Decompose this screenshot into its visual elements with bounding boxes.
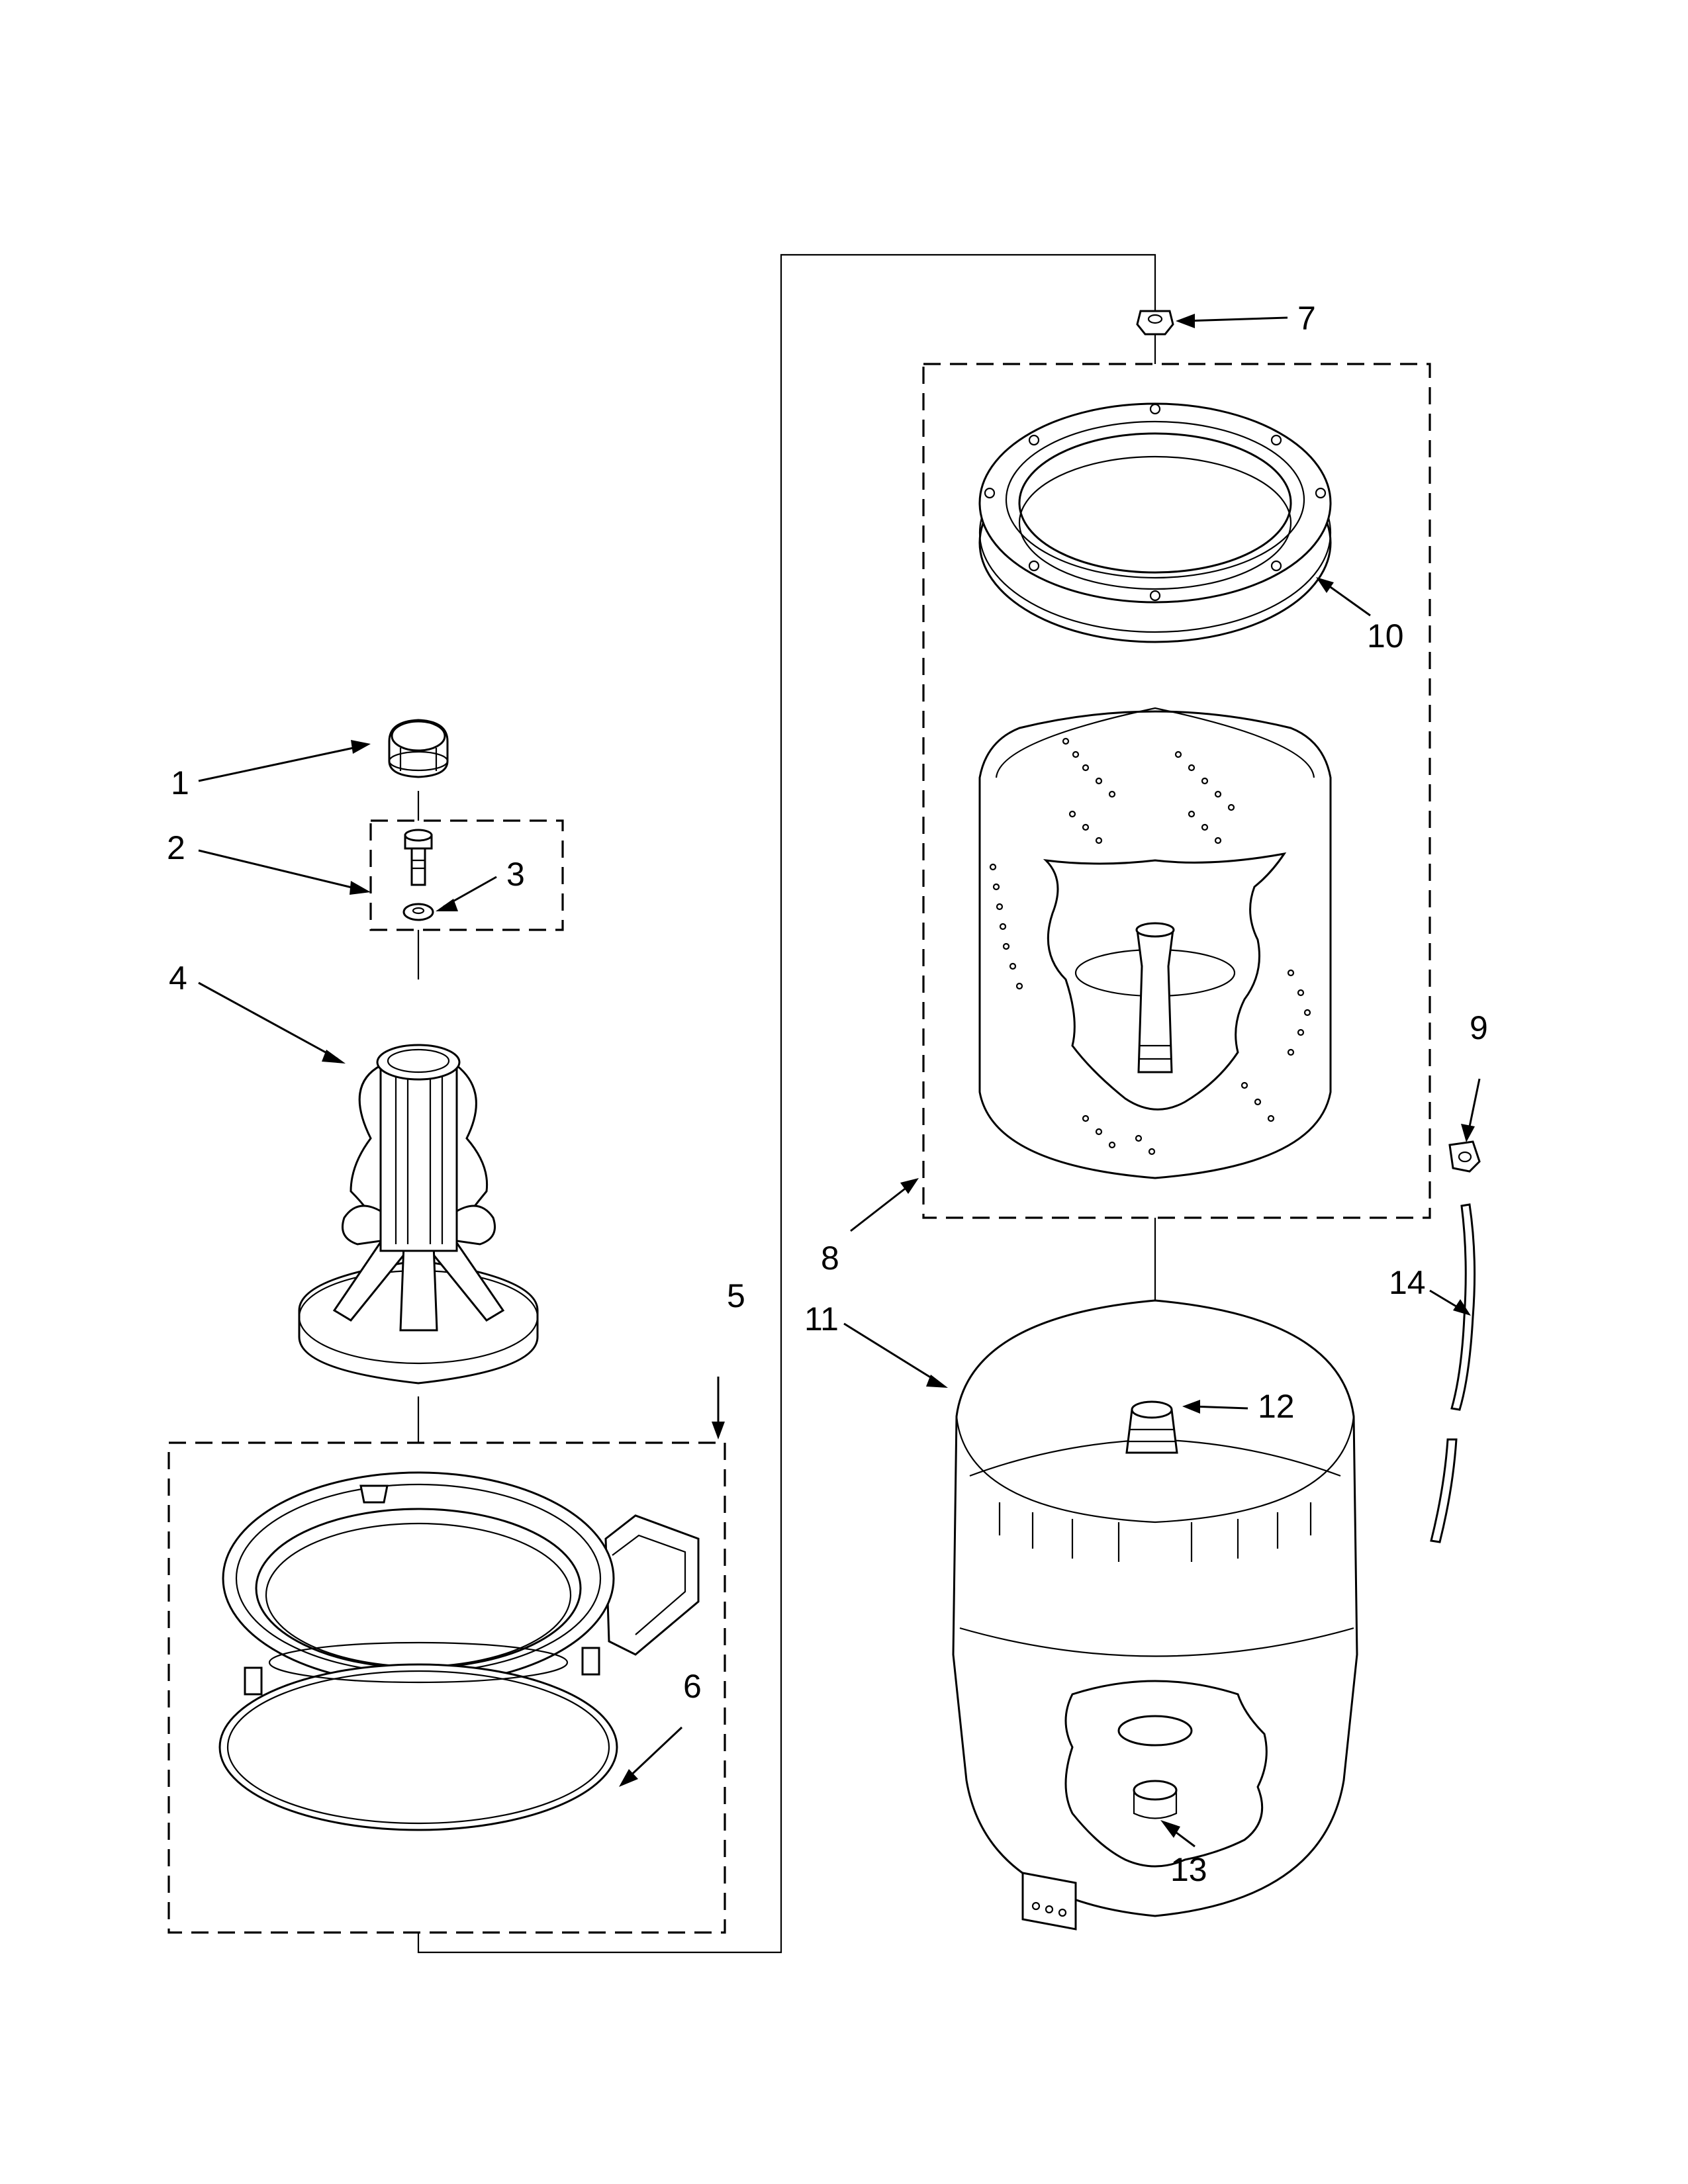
part-tub-ring (222, 1471, 700, 1739)
callout-2: 2 (167, 829, 185, 866)
part-balance-ring (978, 402, 1332, 643)
callout-14: 14 (1389, 1264, 1426, 1301)
basket-holes (989, 737, 1311, 1156)
part-seal-ring (218, 1641, 618, 1831)
callout-7: 7 (1297, 300, 1316, 337)
leader-arrows (198, 316, 1481, 1848)
part-bolt (404, 829, 433, 886)
callout-13: 13 (1170, 1851, 1207, 1888)
callout-4: 4 (169, 960, 187, 997)
part-agitator (298, 1044, 539, 1385)
callout-10: 10 (1367, 617, 1404, 655)
group-box-8 (922, 363, 1431, 1219)
callout-3: 3 (506, 856, 525, 893)
part-cap (388, 719, 449, 778)
connector-5-to-7 (417, 253, 1156, 1954)
callout-labels: 1 2 3 4 5 6 7 8 9 10 11 12 13 14 (167, 300, 1488, 1888)
part-clip (1448, 1140, 1481, 1173)
part-basket (978, 707, 1332, 1179)
part-outer-tub (952, 1299, 1358, 1931)
callout-1: 1 (171, 764, 189, 801)
part-washer (402, 903, 434, 921)
callout-8: 8 (821, 1240, 839, 1277)
part-bearing (1125, 1400, 1178, 1454)
callout-9: 9 (1470, 1009, 1488, 1046)
callout-11: 11 (804, 1300, 839, 1338)
callout-12: 12 (1258, 1388, 1295, 1425)
leader-arrowheads (322, 314, 1475, 1838)
callout-5: 5 (727, 1277, 745, 1314)
group-box-2 (369, 819, 564, 931)
group-boxes (167, 363, 1431, 1934)
part-hose (1430, 1203, 1476, 1543)
callout-6: 6 (683, 1668, 702, 1705)
group-box-5 (167, 1441, 726, 1934)
part-nut (1136, 310, 1174, 336)
